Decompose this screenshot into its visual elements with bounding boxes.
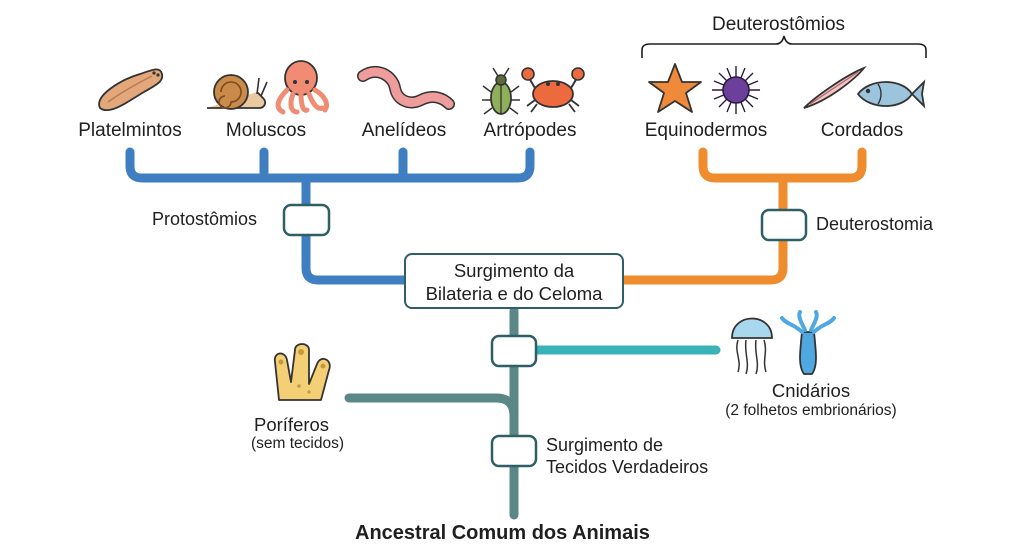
cnidarian-node: [490, 334, 538, 368]
deuterostome-bracket: [641, 35, 927, 58]
tecidos-line2: Tecidos Verdadeiros: [546, 457, 709, 477]
sea-urchin-icon: [712, 66, 760, 114]
taxon-platelmintos: Platelmintos: [78, 120, 182, 141]
starfish-icon: [648, 63, 702, 113]
protostome-node: [282, 203, 331, 237]
tecidos-label: Surgimento de Tecidos Verdadeiros: [546, 434, 708, 478]
cnidarios-detail: (2 folhetos embrionários): [725, 402, 897, 419]
fish-icon: [856, 79, 926, 109]
sponge-icon: [273, 343, 331, 401]
earthworm-icon: [357, 65, 455, 110]
protostome-branch: [125, 147, 535, 285]
bilateria-line1: Surgimento da: [453, 260, 575, 281]
octopus-icon: [275, 60, 330, 115]
root-label: Ancestral Comum dos Animais: [355, 522, 650, 544]
bilateria-line2: Bilateria e do Celoma: [425, 283, 603, 304]
protostomios-label: Protostômios: [152, 209, 258, 229]
tissues-node: [490, 434, 538, 468]
jellyfish-icon: [731, 317, 773, 375]
poriferos-label: Poríferos: [254, 414, 330, 435]
snail-icon: [207, 74, 268, 110]
taxon-moluscos: Moluscos: [225, 120, 307, 141]
taxon-anelideos: Anelídeos: [361, 120, 447, 141]
beetle-icon: [482, 67, 520, 115]
crab-icon: [521, 67, 585, 113]
hydra-icon: [780, 310, 836, 375]
deuterostomia-label: Deuterostomia: [816, 214, 934, 234]
flatworm-icon: [98, 68, 164, 111]
bilateria-box: Surgimento da Bilateria e do Celoma: [404, 253, 624, 309]
poriferos-detail: (sem tecidos): [251, 435, 345, 452]
deuterostome-branch: [618, 147, 867, 285]
tecidos-line1: Surgimento de: [546, 435, 664, 455]
lancelet-icon: [803, 65, 867, 109]
deuterostome-group-label: Deuterostômios: [712, 14, 846, 35]
taxon-cordados: Cordados: [820, 120, 904, 141]
deuterostome-node: [760, 208, 808, 242]
main-trunk: [344, 306, 519, 520]
cnidarios-label: Cnidários: [771, 380, 851, 401]
taxon-artropodes: Artrópodes: [483, 120, 577, 141]
taxon-equinodermos: Equinodermos: [644, 120, 768, 141]
